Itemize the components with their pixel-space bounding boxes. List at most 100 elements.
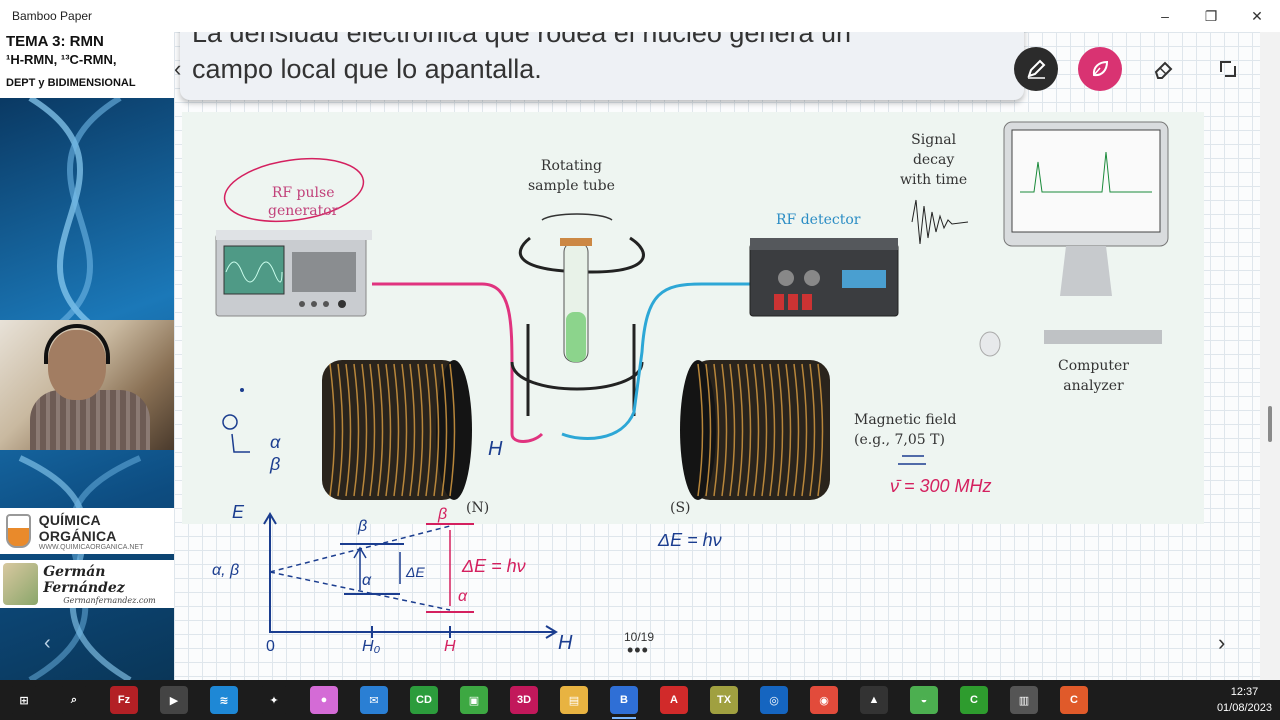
scrollbar-thumb[interactable] [1268, 406, 1272, 442]
windows-icon[interactable]: ⊞ [10, 686, 38, 714]
mail-icon[interactable]: ✉ [360, 686, 388, 714]
cd-icon[interactable]: CD [410, 686, 438, 714]
next-page-button[interactable]: › [1218, 630, 1225, 656]
marker-tool-button[interactable] [1078, 47, 1122, 91]
marker-icon [1089, 58, 1111, 80]
author-site: Germanfernandez.com [63, 596, 174, 605]
back-button[interactable]: ‹ [174, 56, 181, 82]
label-magnetic-field: Magnetic field (e.g., 7,05 T) [854, 410, 956, 450]
ink-alpha-small: α [362, 572, 371, 590]
paint-3d-icon[interactable]: 3D [510, 686, 538, 714]
ink-upper-beta: β [358, 518, 367, 536]
ink-energy-axis: E [232, 502, 244, 523]
signal-decay-waveform [912, 200, 968, 244]
brand-title: QUÍMICA ORGÁNICA [39, 512, 174, 544]
page-options-button[interactable]: ••• [627, 640, 649, 661]
label-computer-2: analyzer [1058, 376, 1129, 396]
label-rf-pulse-1: RF pulse [268, 184, 338, 202]
course-subtitle-2: DEPT y BIDIMENSIONAL [6, 77, 168, 89]
minimize-button[interactable]: – [1142, 0, 1188, 32]
ink-dot [240, 388, 244, 392]
ink-h-label: H [488, 438, 502, 461]
nmr-diagram-svg [182, 112, 1204, 524]
ink-h1: H [444, 638, 456, 656]
slide-text-card: La densidad electrónica que rodea el núc… [180, 32, 1024, 100]
minimize-icon: – [1161, 8, 1169, 24]
search-icon[interactable]: ⌕ [60, 686, 88, 714]
tex-icon[interactable]: TX [710, 686, 738, 714]
steam-icon[interactable]: ✦ [260, 686, 288, 714]
computer-analyzer [980, 122, 1168, 356]
ink-alpha: α [270, 432, 280, 453]
system-clock[interactable]: 12:37 01/08/2023 [1217, 684, 1272, 716]
notebook-canvas[interactable]: La densidad electrónica que rodea el núc… [174, 32, 1260, 680]
label-rf-detector: RF detector [776, 212, 860, 228]
eraser-tool-button[interactable] [1142, 47, 1186, 91]
lasso-select-icon [1217, 58, 1239, 80]
energy-level-sketch [194, 502, 754, 662]
close-button[interactable]: ✕ [1234, 0, 1280, 32]
nmr-spectrometer-diagram: RF pulse generator Rotating sample tube … [182, 112, 1204, 524]
ink-alpha-beta: α, β [212, 562, 239, 580]
course-sidebar: TEMA 3: RMN ¹H-RMN, ¹³C-RMN, DEPT y BIDI… [0, 32, 174, 680]
label-rotating-2: sample tube [528, 176, 615, 196]
file-explorer-icon[interactable]: ▤ [560, 686, 588, 714]
clock-time: 12:37 [1217, 684, 1272, 700]
label-signal-1: Signal [900, 130, 967, 150]
label-rotating-tube: Rotating sample tube [528, 156, 615, 196]
slide-text-line-1: La densidad electrónica que rodea el núc… [192, 32, 851, 49]
flask-icon [6, 514, 31, 548]
slide-text-line-2: campo local que lo apantalla. [192, 54, 542, 85]
course-title: TEMA 3: RMN [6, 34, 168, 48]
course-subtitle: ¹H-RMN, ¹³C-RMN, [6, 52, 168, 67]
media-player-icon[interactable]: ▶ [160, 686, 188, 714]
computer-icon[interactable]: ▥ [1010, 686, 1038, 714]
ink-frequency: ν̄ = 300 MHz [890, 476, 992, 497]
label-computer-1: Computer [1058, 356, 1129, 376]
camtasia-icon[interactable]: C [960, 686, 988, 714]
chrome-icon[interactable]: ◉ [810, 686, 838, 714]
ink-nucleus-circle [223, 415, 237, 429]
image-editor-icon[interactable]: ▣ [460, 686, 488, 714]
chevron-left-icon: ‹ [44, 632, 51, 655]
bamboo-paper-icon[interactable]: B [610, 686, 638, 714]
label-rotating-1: Rotating [528, 156, 615, 176]
ink-field-axis: H [558, 632, 572, 655]
eraser-icon [1153, 58, 1175, 80]
windows-taskbar: ⊞ ⌕ Fz ▶ ≋ ✦ ● ✉ CD ▣ 3D ▤ BA TX ◎ ◉ ▲ ◒ C ▥ C 12:37 01/08/2… [0, 680, 1280, 720]
label-magnetic-2: (e.g., 7,05 T) [854, 430, 956, 450]
presenter-shirt [30, 390, 150, 450]
restore-button[interactable]: ❐ [1188, 0, 1234, 32]
label-signal-2: decay [900, 150, 967, 170]
arrow-left-icon: ‹ [174, 56, 181, 81]
inkscape-icon[interactable]: ▲ [860, 686, 888, 714]
label-signal-decay: Signal decay with time [900, 130, 967, 190]
pen-tool-button[interactable] [1014, 47, 1058, 91]
close-icon: ✕ [1251, 8, 1263, 25]
rf-detector-device [750, 238, 898, 316]
quimica-organica-logo: QUÍMICA ORGÁNICA WWW.QUIMICAORGANICA.NET [0, 508, 174, 554]
headphones-icon [44, 324, 110, 364]
ink-arrow [232, 434, 250, 452]
ink-delta-e-hv: ΔE = hν [658, 530, 722, 551]
camtasia-recorder-icon[interactable]: C [1060, 686, 1088, 714]
ink-alpha-red: α [458, 588, 467, 606]
blue-globe-icon[interactable]: ◎ [760, 686, 788, 714]
vertical-scrollbar[interactable] [1260, 32, 1280, 680]
filezilla-icon[interactable]: Fz [110, 686, 138, 714]
ink-beta: β [270, 454, 280, 475]
lasso-tool-button[interactable] [1206, 47, 1250, 91]
ink-origin: 0 [266, 638, 275, 656]
android-tool-icon[interactable]: ◒ [910, 686, 938, 714]
label-rf-pulse-2: generator [268, 202, 338, 220]
ink-delta-e-small: ΔE [406, 564, 425, 580]
acrobat-icon[interactable]: A [660, 686, 688, 714]
title-bar: Bamboo Paper – ❐ ✕ [0, 0, 1280, 32]
ink-upper-beta-red: β [438, 506, 447, 524]
color-picker-icon[interactable]: ● [310, 686, 338, 714]
app-blue-icon[interactable]: ≋ [210, 686, 238, 714]
rotating-sample-tube [512, 214, 643, 416]
brand-url: WWW.QUIMICAORGANICA.NET [39, 544, 174, 551]
course-title-block: TEMA 3: RMN ¹H-RMN, ¹³C-RMN, DEPT y BIDI… [0, 32, 174, 98]
label-magnetic-1: Magnetic field [854, 410, 956, 430]
